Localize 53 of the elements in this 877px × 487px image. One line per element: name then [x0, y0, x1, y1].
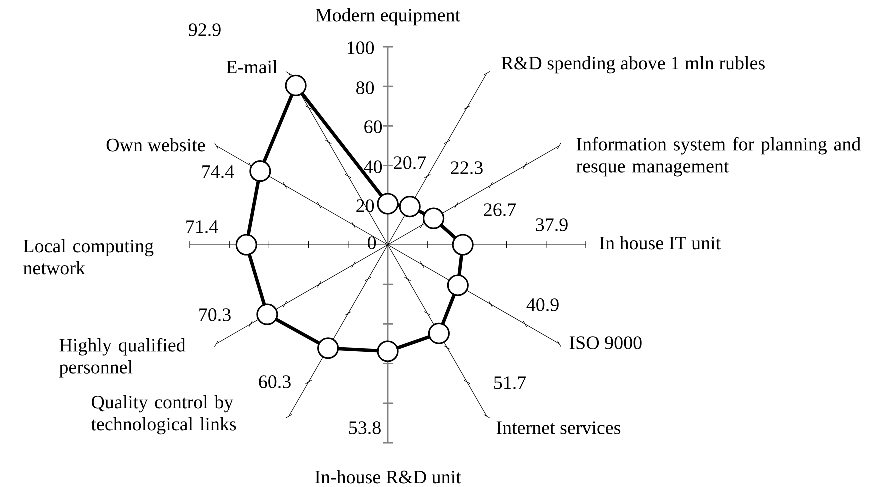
- category-label: E-mail: [226, 60, 278, 74]
- data-marker: [447, 274, 469, 296]
- data-line: [248, 254, 266, 306]
- data-marker: [236, 234, 258, 256]
- category-label: Own website: [106, 138, 206, 152]
- data-line: [262, 94, 294, 164]
- data-label: 71.4: [186, 220, 218, 234]
- category-label: In-house R&D unit: [315, 470, 462, 484]
- data-line: [440, 224, 457, 240]
- tick-label: 100: [348, 42, 374, 54]
- data-line: [458, 254, 464, 276]
- data-marker: [318, 338, 340, 360]
- data-label: 37.9: [536, 218, 568, 232]
- data-marker: [250, 160, 272, 182]
- category-label: Highly qualified personnel: [60, 338, 186, 378]
- data-label: 26.7: [484, 204, 516, 216]
- data-line: [337, 347, 379, 353]
- category-label: In house IT unit: [600, 236, 721, 250]
- data-label: 70.3: [200, 308, 231, 322]
- data-label: 92.9: [189, 24, 221, 36]
- data-marker: [256, 304, 278, 326]
- data-line: [275, 318, 321, 345]
- data-label: 40.9: [526, 298, 559, 312]
- data-line: [300, 92, 384, 198]
- data-line: [397, 204, 402, 208]
- data-label: 20.7: [394, 156, 426, 170]
- category-label: ISO 9000: [570, 336, 642, 350]
- data-marker: [423, 208, 445, 230]
- data-marker: [377, 340, 399, 362]
- data-line: [246, 180, 260, 236]
- data-label: 60.3: [259, 376, 291, 388]
- category-label: R&D spending above 1 mln rubles: [502, 56, 765, 74]
- data-line: [441, 294, 456, 326]
- data-marker: [377, 193, 399, 215]
- data-marker: [452, 234, 474, 256]
- data-line: [418, 210, 426, 216]
- category-label: Modern equipment: [316, 8, 460, 26]
- tick-label: 0: [368, 236, 376, 250]
- category-label: Quality control by technological links: [91, 395, 236, 435]
- tick-label: 80: [356, 82, 374, 94]
- data-label: 53.8: [349, 422, 381, 434]
- tick-label: 60: [364, 120, 382, 134]
- data-label: 51.7: [494, 376, 526, 390]
- data-marker: [428, 322, 450, 344]
- category-label: Local computing network: [24, 239, 154, 275]
- tick-label: 40: [364, 160, 382, 174]
- data-marker: [285, 74, 307, 96]
- data-label: 22.3: [451, 162, 483, 174]
- category-label: Internet services: [496, 422, 621, 434]
- data-line: [396, 336, 431, 350]
- data-label: 74.4: [202, 166, 234, 178]
- data-marker: [399, 196, 421, 218]
- category-label: Information system for planning and resque management: [576, 137, 861, 177]
